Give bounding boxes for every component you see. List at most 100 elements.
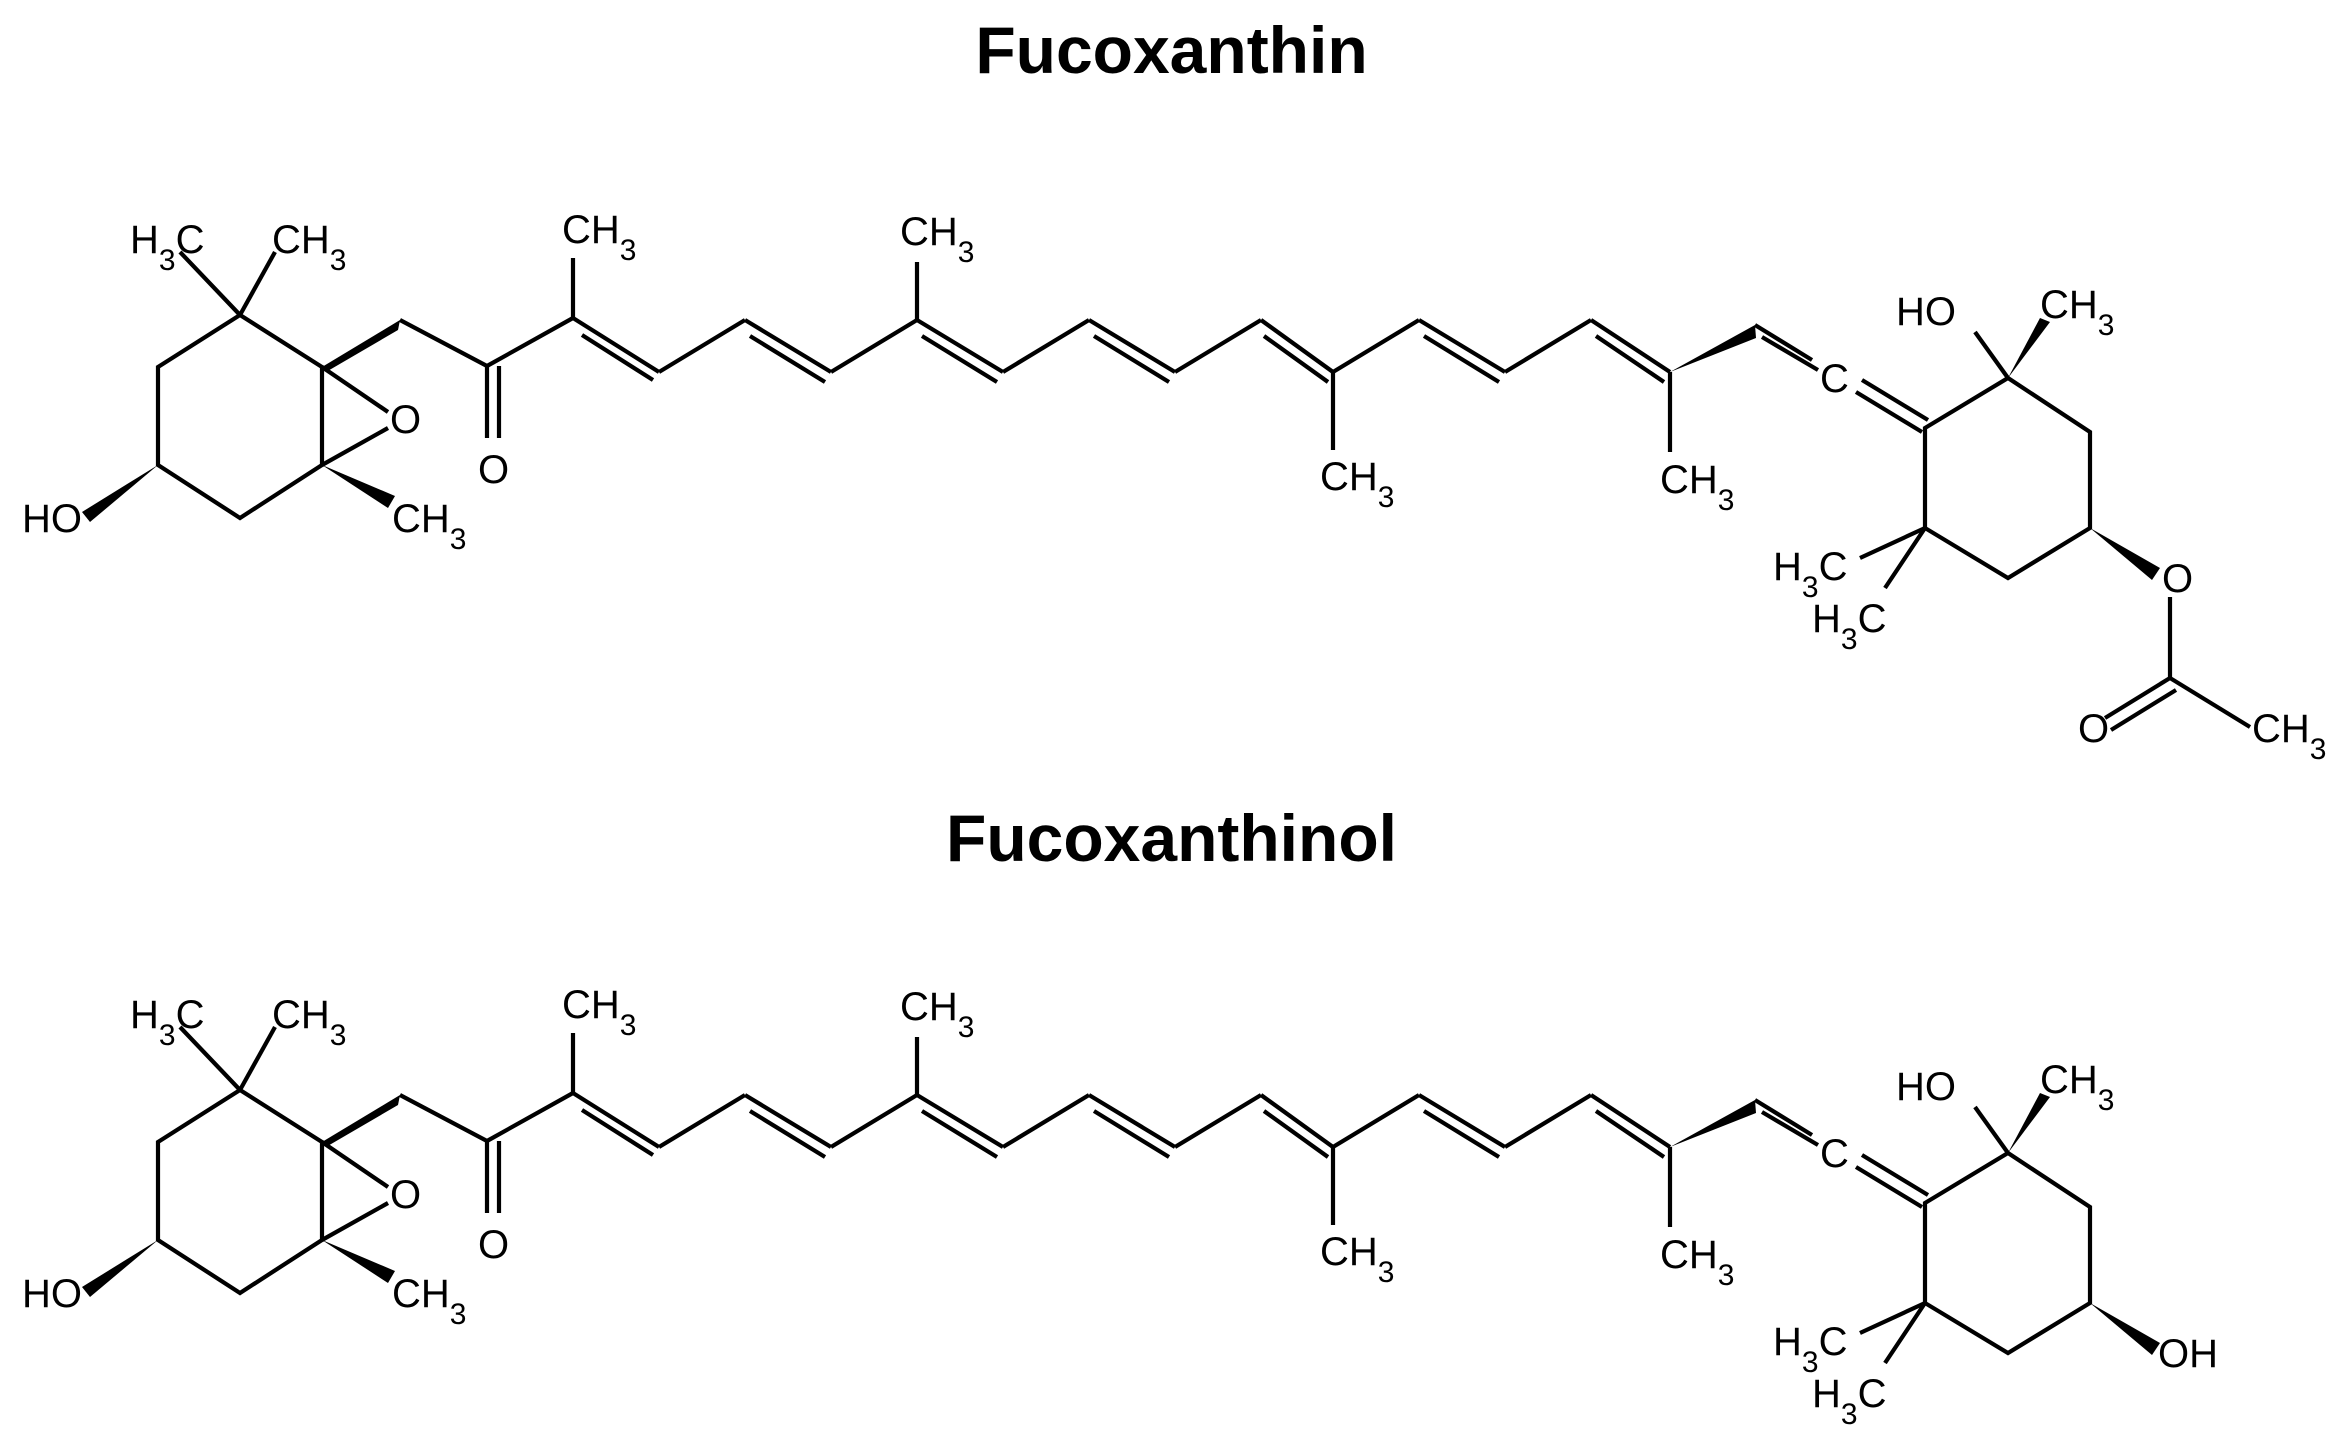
double-bond-inner — [580, 333, 655, 382]
allene-bond — [1753, 323, 1814, 362]
chain-bond — [829, 318, 919, 374]
atom-label: CH3 — [2040, 283, 2114, 342]
atom-label: OH — [2158, 1332, 2218, 1376]
chain-bond — [915, 1093, 1005, 1149]
atom-label: CH3 — [1320, 455, 1394, 514]
chain-bond — [399, 1093, 488, 1143]
chain-bond — [571, 1091, 661, 1149]
atom-label: H3C — [130, 218, 204, 277]
stereo-wedges — [82, 318, 2160, 580]
hydroxyl-bond — [1973, 330, 2010, 380]
atom-label: C — [1820, 1132, 1849, 1176]
chain-bond — [571, 316, 661, 374]
atom-label: CH3 — [2040, 1058, 2114, 1117]
chain-bond — [1417, 1093, 1507, 1149]
atom-label: HO — [1896, 1065, 1956, 1109]
methyl-bond — [1883, 526, 1927, 590]
wedge-bond — [1670, 325, 1756, 372]
allene-bond — [1854, 1165, 1924, 1209]
chain-bond — [1259, 318, 1335, 374]
epoxide-bond — [320, 426, 390, 467]
double-bond-inner — [920, 1109, 999, 1159]
double-bond-inner — [580, 1108, 655, 1157]
atom-label: CH3 — [900, 985, 974, 1044]
atom-label: O — [478, 448, 509, 492]
wedge-bond — [322, 1240, 395, 1283]
methyl-bond — [1883, 1301, 1927, 1365]
atom-label: CH3 — [1320, 1230, 1394, 1289]
wedge-bond — [1670, 1100, 1756, 1147]
molecule-title-fucoxanthin: Fucoxanthin — [975, 13, 1368, 87]
atom-label: O — [390, 1173, 421, 1217]
atom-label: CH3 — [392, 497, 466, 556]
chain-bond — [743, 1093, 833, 1149]
ester-bond — [2168, 676, 2252, 729]
chain-bond — [1001, 1093, 1091, 1149]
atom-label: CH3 — [272, 993, 346, 1052]
chain-bond — [485, 1091, 575, 1143]
atom-label: O — [2162, 557, 2193, 601]
methyl-bond — [178, 1025, 242, 1092]
chain-bond — [1503, 1093, 1593, 1149]
chain-bond — [1173, 1093, 1263, 1149]
wedge-bond — [2090, 1303, 2160, 1355]
wedge-bond — [322, 465, 395, 508]
allene-bond — [1860, 1153, 1930, 1197]
methyl-bond — [1859, 1301, 1926, 1335]
allene-bond — [1760, 1110, 1820, 1147]
atom-label: H3C — [1812, 597, 1886, 656]
chain-bond — [743, 318, 833, 374]
double-bond-inner — [920, 334, 999, 384]
chain-bond — [1259, 1093, 1335, 1149]
allene-bond — [1860, 378, 1930, 422]
atom-label: CH3 — [2252, 707, 2326, 766]
atom-label: CH3 — [392, 1272, 466, 1331]
atom-labels: H3C CH3 O O HO CH3 CH3 CH3 CH3 CH3 C HO … — [22, 983, 2218, 1431]
carbonyl-bond — [2103, 676, 2172, 720]
double-bond-inner — [1262, 1109, 1330, 1159]
double-bond-inner — [748, 334, 827, 384]
double-bond-inner — [1594, 334, 1666, 384]
atom-label: CH3 — [1660, 458, 1734, 517]
epoxide-bond — [320, 1201, 390, 1242]
chain-bond — [485, 316, 575, 368]
bonds — [155, 250, 2252, 732]
epoxide-bond — [320, 1140, 390, 1189]
chain-bond — [657, 1093, 747, 1149]
wedge-bond — [82, 1240, 158, 1297]
fucoxanthin-structure: H3C CH3 O O HO CH3 CH3 CH3 CH3 CH3 C HO … — [22, 208, 2326, 766]
chain-bond — [829, 1093, 919, 1149]
atom-label: CH3 — [900, 210, 974, 269]
chain-bond — [1087, 318, 1177, 374]
chain-bond — [1503, 318, 1593, 374]
wedge-bond — [322, 1095, 400, 1147]
wedge-bond — [82, 465, 158, 522]
chain-bond — [1087, 1093, 1177, 1149]
atom-label: H3C — [1773, 545, 1847, 604]
wedge-bond — [2090, 528, 2160, 580]
molecule-title-fucoxanthinol: Fucoxanthinol — [946, 801, 1397, 875]
double-bond-inner — [1594, 1109, 1666, 1159]
double-bond-inner — [1422, 1109, 1501, 1159]
atom-label: O — [2078, 707, 2109, 751]
double-bond-inner — [748, 1109, 827, 1159]
epoxide-bond — [320, 365, 390, 414]
ring-bond — [1922, 1150, 2093, 1356]
atom-label: H3C — [1812, 1372, 1886, 1431]
methyl-bond — [178, 250, 242, 317]
chain-bond — [657, 318, 747, 374]
atom-label: HO — [22, 497, 82, 541]
atom-label: CH3 — [1660, 1233, 1734, 1292]
atom-label: CH3 — [272, 218, 346, 277]
double-bond-inner — [1092, 334, 1171, 384]
chain-bond — [399, 318, 488, 368]
methyl-bond — [238, 1025, 277, 1092]
chain-bond — [1589, 1093, 1672, 1149]
double-bond-inner — [1092, 1109, 1171, 1159]
atom-label: H3C — [1773, 1320, 1847, 1379]
double-bond-inner — [1422, 334, 1501, 384]
ring-bond — [155, 1087, 325, 1296]
atom-label: O — [478, 1223, 509, 1267]
atom-label: CH3 — [562, 983, 636, 1042]
atom-label: H3C — [130, 993, 204, 1052]
